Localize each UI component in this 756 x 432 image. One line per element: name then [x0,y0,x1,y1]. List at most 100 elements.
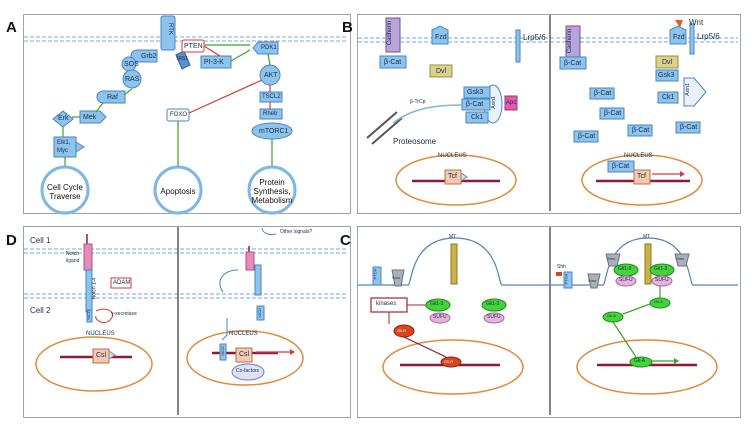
lrp-left [515,29,521,63]
sufu-right-2 [651,275,673,287]
myc-label: Myc [57,148,68,154]
gli13-left-1-label: Gli1-3 [430,301,444,307]
fzd-left-label: Fzd [435,34,447,41]
gsk3-right-label: Gsk3 [658,72,675,79]
cofactors-label: Co-factors [236,368,260,374]
lrp-left-label: Lrp5/6 [523,33,546,42]
protein-synthesis-circle [247,165,297,215]
smo-right-3-label: Smo [676,256,685,261]
smo-left [391,269,405,287]
irs1-label: IRS1 [177,56,189,62]
gli13-left-2 [481,298,507,312]
fzd-right-label: Fzd [673,34,685,41]
elk-label: Elk1, [57,140,71,146]
panel-d-label: D [6,232,17,249]
ptch-right-label: PTCH [563,273,569,285]
cell-cycle-line2: Traverse [49,192,81,202]
other-signals-label: Other signals? [280,229,313,235]
cell-cycle-circle [40,165,90,215]
nucleus-c-right [576,339,718,395]
cell-cycle-text: Cell Cycle Traverse [42,183,88,201]
notch-ligand-right [245,251,255,271]
pi3k-shape [200,55,232,69]
gli-a-nucleus [629,356,653,368]
csl-left-label: Csl [96,352,107,359]
cell2-label: Cell 2 [30,306,51,315]
dvl-left-label: Dvl [436,68,447,75]
dvl-right [655,55,679,69]
smo-right-2-label: Smo [607,256,616,261]
sufu-right-1 [615,275,637,287]
smo-right [587,273,601,289]
pdk1-label: PDK1 [261,45,277,51]
mt-left [450,243,458,285]
panel-b-label: B [342,19,353,36]
smo-left-label: Smo [392,275,401,280]
apc-left [504,95,518,111]
rheb-shape [259,108,283,120]
fzd-left [431,25,449,45]
cell-cycle-line1: Cell Cycle [46,183,83,192]
smo-right-3 [674,253,690,267]
gsk3-left-label: Gsk3 [467,89,484,96]
bcat-left-1: β-Cat [384,59,402,66]
wnt-shape [675,20,683,28]
bcat-right-6: β-Cat [680,124,698,131]
apoptosis-line1: Apoptosis [160,187,196,196]
proteosome-label: Proteosome [393,137,437,146]
apc-left-label: Apc [506,100,517,106]
wnt-label: Wnt [689,18,704,27]
cadherin-left [385,17,401,53]
lrp-right [689,23,695,55]
notch-ligand-label-2: ligand [66,258,80,264]
bcat-right-2: β-Cat [594,90,612,97]
nicd-right [256,305,265,321]
pi3k-label: PI-3-K [204,59,224,66]
dvl-right-label: Dvl [662,59,673,66]
rheb-label: Rheb [263,111,278,117]
gsecretase-label: γ-secretase [111,311,137,317]
protein-line2: Synthesis, [253,187,291,197]
mek-label: Mek [83,114,97,121]
dvl-left [429,64,453,78]
ras-shape [122,69,142,89]
ptch-left [372,266,382,286]
tscl2-label: TSCL2 [262,94,281,100]
tcf-right-label: Tcf [637,173,646,180]
mt-right [644,243,652,285]
panel-c-label: C [340,232,351,249]
gli-r-nucleus [440,356,462,368]
ptch-left-label: PTCH [372,268,378,280]
adam-box [110,277,132,289]
nucleus-d-left-label: NUCLEUS [86,331,115,337]
sufu-left-2-label: SUFU [487,314,501,320]
sufu-left-1-label: SUFU [433,314,447,320]
apoptosis-circle [153,165,203,215]
bcat-left-2: β-Cat [466,101,484,108]
protein-line3: Metabolism [251,196,293,206]
erk-label: Erk [58,115,69,122]
gli-r-nucleus-label: Gli-R [444,359,454,364]
mt-left-label: MT [449,234,457,240]
protein-line1: Protein [259,178,285,187]
sufu-left-2 [483,312,505,324]
bcat-right-3: β-Cat [604,110,622,117]
mtorc1-label: mTORC1 [259,128,289,135]
ck1-right-label: Ck1 [662,94,675,101]
bcat-right-5: β-Cat [632,127,650,134]
fzd-right [669,25,687,45]
apoptosis-text: Apoptosis [155,187,201,196]
gli-a-nucleus-label: Gli-A [634,358,646,364]
tscl2-shape [259,91,283,103]
nucleus-d-left [35,336,153,392]
ras-label: RAS [125,76,140,83]
protein-synthesis-text: Protein Synthesis, Metabolism [247,178,297,206]
sufu-left-1 [429,312,451,324]
foxo-label: FOXO [170,112,188,118]
sufu-right-1-label: SUFU [619,277,633,283]
pten-label: PTEN [184,43,203,50]
